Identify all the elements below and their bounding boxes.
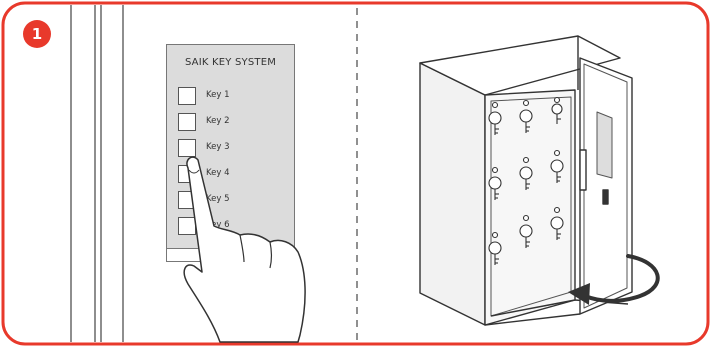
key-icon bbox=[488, 166, 502, 200]
key-slot-6[interactable]: Key 6 bbox=[178, 217, 278, 237]
key-icon bbox=[550, 206, 564, 240]
key-slot-4[interactable]: Key 4 bbox=[178, 165, 278, 185]
door-latch bbox=[602, 189, 609, 205]
panel-title: SAIK KEY SYSTEM bbox=[184, 57, 277, 68]
key-slot-3[interactable]: Key 3 bbox=[178, 139, 278, 159]
key-slot-5[interactable]: Key 5 bbox=[178, 191, 278, 211]
key-label: Key 4 bbox=[206, 168, 230, 178]
key-label: Key 1 bbox=[206, 90, 230, 100]
door-frame-lines bbox=[70, 5, 124, 342]
key-icon bbox=[550, 149, 564, 183]
key-icon bbox=[519, 156, 533, 190]
key-checkbox[interactable] bbox=[178, 113, 196, 131]
key-icon bbox=[551, 96, 563, 124]
arrow-head bbox=[568, 283, 590, 305]
key-icon bbox=[519, 214, 533, 248]
key-slot-2[interactable]: Key 2 bbox=[178, 113, 278, 133]
panel-bottom-strip bbox=[166, 248, 295, 262]
key-slot-1[interactable]: Key 1 bbox=[178, 87, 278, 107]
key-checkbox[interactable] bbox=[178, 165, 196, 183]
step-number-badge: 1 bbox=[23, 20, 51, 48]
key-icon bbox=[488, 101, 502, 135]
cabinet-side bbox=[419, 62, 486, 326]
key-icon bbox=[519, 99, 533, 133]
key-checkbox[interactable] bbox=[178, 191, 196, 209]
curved-arrow-icon bbox=[583, 254, 660, 303]
key-label: Key 2 bbox=[206, 116, 230, 126]
cabinet-interior bbox=[484, 89, 576, 326]
key-label: Key 3 bbox=[206, 142, 230, 152]
key-label: Key 5 bbox=[206, 194, 230, 204]
key-icon bbox=[488, 231, 502, 265]
key-checkbox[interactable] bbox=[178, 87, 196, 105]
key-cabinet bbox=[419, 35, 633, 326]
door-hinge bbox=[579, 149, 587, 191]
key-label: Key 6 bbox=[206, 220, 230, 230]
key-checkbox[interactable] bbox=[178, 217, 196, 235]
cabinet-door bbox=[579, 57, 633, 315]
cabinet-keys bbox=[488, 96, 564, 265]
key-system-panel: SAIK KEY SYSTEM Key 1 Key 2 Key 3 Key 4 … bbox=[166, 44, 295, 262]
cabinet-top bbox=[419, 35, 621, 96]
key-checkbox[interactable] bbox=[178, 139, 196, 157]
door-window bbox=[596, 111, 613, 179]
